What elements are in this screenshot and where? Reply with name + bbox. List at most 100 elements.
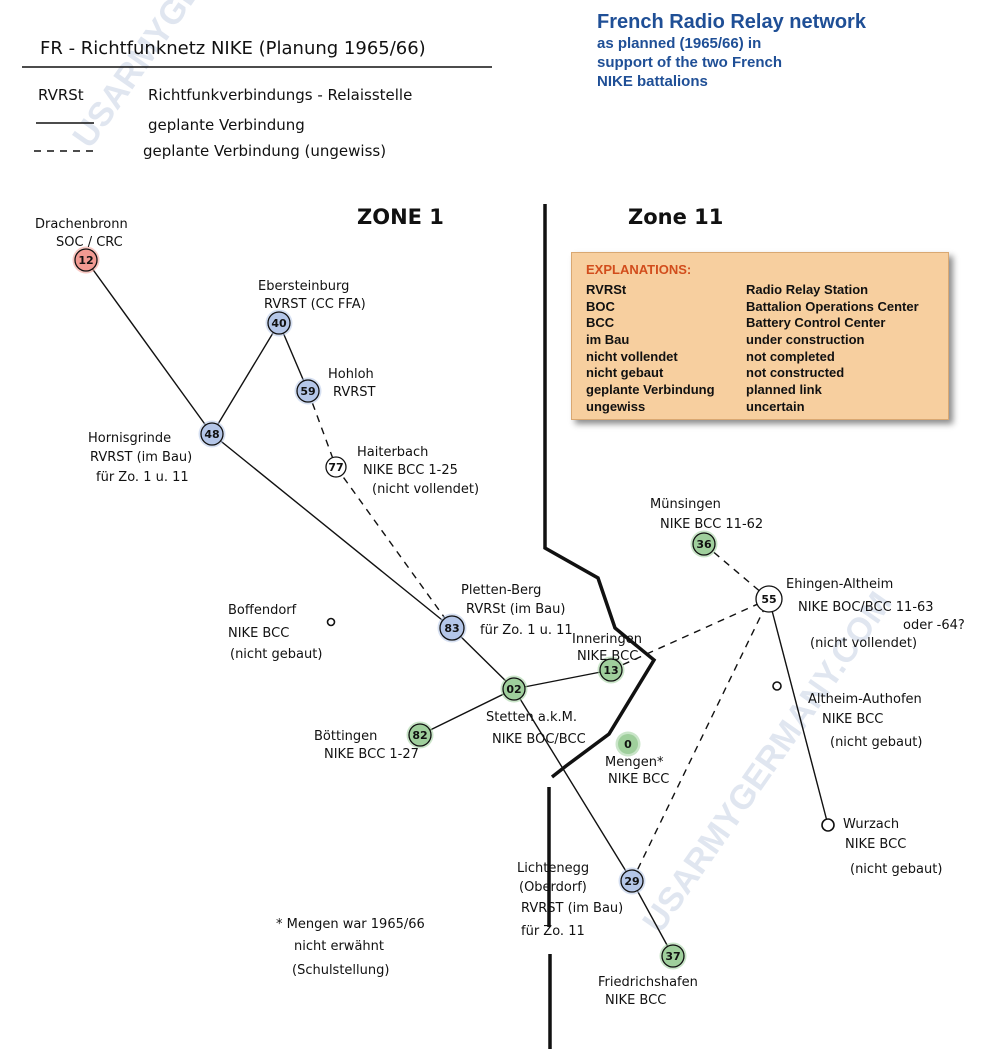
link-13-55	[610, 598, 770, 671]
link-02-82	[419, 688, 515, 736]
link-29-37	[631, 880, 674, 957]
explanation-row: ungewiss uncertain	[586, 399, 936, 416]
zone-boundary	[543, 204, 657, 1049]
label-inneringen-line1: Inneringen	[572, 632, 642, 647]
node-48: 48	[198, 420, 226, 448]
node-82: 82	[406, 721, 434, 749]
label-haiterbach-line3: (nicht vollendet)	[372, 482, 479, 497]
label-drachenbronn-line1: Drachenbronn	[35, 217, 128, 232]
node-circle	[599, 658, 623, 682]
node-02: 02	[500, 675, 528, 703]
node-number: 59	[300, 385, 315, 398]
zone-2-label: Zone 11	[628, 205, 723, 229]
explanation-row: BCC Battery Control Center	[586, 315, 936, 332]
zone-1-label: ZONE 1	[357, 205, 444, 229]
label-plettenberg-line2: RVRSt (im Bau)	[466, 602, 565, 617]
node-29: 29	[618, 867, 646, 895]
node-circle	[772, 681, 782, 691]
explanation-meaning: uncertain	[746, 399, 805, 414]
footnote-line2: nicht erwähnt	[294, 939, 384, 954]
sketch-title: FR - Richtfunknetz NIKE (Planung 1965/66…	[40, 38, 426, 59]
label-ehingen-line4: (nicht vollendet)	[810, 636, 917, 651]
explanation-row: im Bau under construction	[586, 332, 936, 349]
legend-key-rvrst: RVRSt	[38, 86, 84, 104]
explanation-meaning: planned link	[746, 382, 822, 397]
label-hornisgrinde-line2: RVRST (im Bau)	[90, 450, 192, 465]
node-labels: Drachenbronn SOC / CRC Ebersteinburg RVR…	[35, 217, 965, 1008]
node-wurzach	[821, 818, 835, 832]
label-drachenbronn-line2: SOC / CRC	[56, 235, 123, 250]
link-48-40	[211, 322, 280, 435]
label-friedrichshafen-line2: NIKE BCC	[605, 993, 666, 1008]
label-muensingen-line1: Münsingen	[650, 497, 721, 512]
footnote-line3: (Schulstellung)	[292, 963, 389, 978]
label-haiterbach-line1: Haiterbach	[357, 445, 428, 460]
explanation-row: RVRSt Radio Relay Station	[586, 282, 936, 299]
link-55-wurzach	[768, 598, 829, 826]
link-48-83	[211, 433, 453, 629]
label-ehingen-line2: NIKE BOC/BCC 11-63	[798, 600, 934, 615]
node-37: 37	[659, 942, 687, 970]
explanation-term: ungewiss	[586, 399, 646, 414]
legend-desc-solid: geplante Verbindung	[148, 116, 305, 134]
node-circle	[408, 723, 432, 747]
explanation-term: RVRSt	[586, 282, 627, 297]
label-lichtenegg-line3: RVRST (im Bau)	[521, 901, 623, 916]
link-12-48	[85, 259, 213, 435]
node-number: 29	[624, 875, 639, 888]
explanation-row: BOC Battalion Operations Center	[586, 299, 936, 316]
label-hohloh-line2: RVRST	[333, 385, 375, 400]
node-59: 59	[294, 377, 322, 405]
node-number: 02	[506, 683, 521, 696]
node-number: 13	[603, 664, 618, 677]
explanation-term: nicht gebaut	[586, 365, 664, 380]
explanation-meaning: Radio Relay Station	[746, 282, 869, 297]
label-altheim-line1: Altheim-Authofen	[808, 692, 922, 707]
node-13: 13	[597, 656, 625, 684]
node-altheim	[772, 681, 782, 691]
node-circle	[618, 734, 638, 754]
label-plettenberg-line1: Pletten-Berg	[461, 583, 541, 598]
network-title-line1: as planned (1965/66) in	[597, 35, 762, 52]
node-number: 77	[328, 461, 343, 474]
node-circle	[325, 456, 347, 478]
label-stetten-line2: NIKE BOC/BCC	[492, 732, 586, 747]
node-83: 83	[437, 613, 467, 643]
explanation-meaning: under construction	[746, 332, 865, 347]
label-hornisgrinde-line1: Hornisgrinde	[88, 431, 171, 446]
label-boffendorf-line1: Boffendorf	[228, 603, 297, 618]
node-12: 12	[72, 246, 100, 274]
node-77: 77	[325, 456, 347, 478]
footnote-line1: * Mengen war 1965/66	[276, 917, 425, 932]
node-circle	[267, 311, 291, 335]
explanations-box: EXPLANATIONS: RVRSt Radio Relay Station …	[571, 252, 949, 420]
node-circle	[296, 379, 320, 403]
node-number: 36	[696, 538, 712, 551]
explanation-row: geplante Verbindung planned link	[586, 382, 936, 399]
legend-desc-dashed: geplante Verbindung (ungewiss)	[143, 142, 386, 160]
node-number: 83	[444, 622, 459, 635]
label-boffendorf-line2: NIKE BCC	[228, 626, 289, 641]
label-hornisgrinde-line3: für Zo. 1 u. 11	[96, 470, 189, 485]
node-circle	[821, 818, 835, 832]
label-ebersteinburg-line1: Ebersteinburg	[258, 279, 349, 294]
label-inneringen-line2: NIKE BCC	[577, 649, 638, 664]
explanation-row: nicht gebaut not constructed	[586, 365, 936, 382]
label-hohloh-line1: Hohloh	[328, 367, 374, 382]
label-friedrichshafen-line1: Friedrichshafen	[598, 975, 698, 990]
label-lichtenegg-line1: Lichtenegg	[517, 861, 589, 876]
label-boettingen-line2: NIKE BCC 1-27	[324, 747, 419, 762]
node-number: 40	[271, 317, 287, 330]
network-title-line2: support of the two French	[597, 54, 782, 71]
explanation-term: geplante Verbindung	[586, 382, 715, 397]
node-36: 36	[690, 530, 718, 558]
link-29-55	[631, 598, 770, 882]
label-wurzach-line3: (nicht gebaut)	[850, 862, 942, 877]
node-number: 37	[665, 950, 680, 963]
label-boettingen-line1: Böttingen	[314, 729, 377, 744]
node-55: 55	[755, 585, 783, 613]
explanation-term: BOC	[586, 299, 615, 314]
explanation-term: nicht vollendet	[586, 349, 678, 364]
node-circle	[661, 944, 685, 968]
